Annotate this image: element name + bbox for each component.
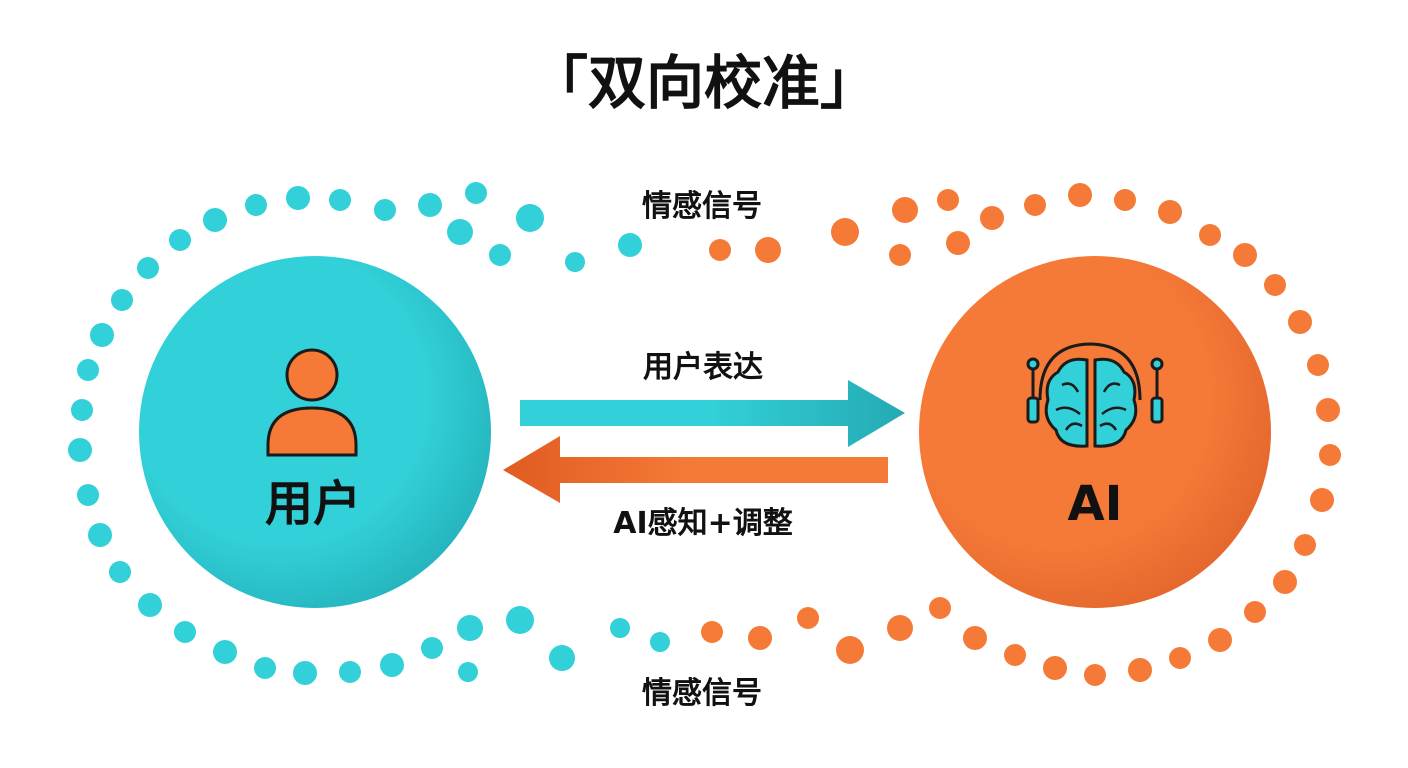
cyan-signal-dot xyxy=(77,359,99,381)
orange-signal-dot xyxy=(1199,224,1221,246)
cyan-signal-dot xyxy=(618,233,642,257)
orange-signal-dot xyxy=(1169,647,1191,669)
orange-signal-dot xyxy=(797,607,819,629)
orange-signal-dot xyxy=(937,189,959,211)
cyan-signal-dot xyxy=(339,661,361,683)
orange-signal-dot xyxy=(1128,658,1152,682)
orange-signal-dot xyxy=(1068,183,1092,207)
orange-signal-dot xyxy=(892,197,918,223)
cyan-signal-dot xyxy=(68,438,92,462)
orange-signal-dot xyxy=(889,244,911,266)
orange-signal-dot xyxy=(1233,243,1257,267)
orange-signal-dot xyxy=(1288,310,1312,334)
ai-label: AI xyxy=(1067,476,1122,532)
cyan-signal-dot xyxy=(549,645,575,671)
orange-signal-dot xyxy=(1084,664,1106,686)
orange-signal-dot xyxy=(1316,398,1340,422)
user-to-ai-arrow xyxy=(520,380,905,447)
ai-node: AI xyxy=(919,256,1271,608)
brain-headphones-icon xyxy=(1026,342,1164,448)
cyan-signal-dot xyxy=(610,618,630,638)
person-icon xyxy=(266,348,358,457)
signal-dots xyxy=(68,182,1341,686)
orange-signal-dot xyxy=(1114,189,1136,211)
orange-signal-dot xyxy=(836,636,864,664)
orange-signal-dot xyxy=(1294,534,1316,556)
cyan-signal-dot xyxy=(169,229,191,251)
orange-signal-dot xyxy=(929,597,951,619)
cyan-signal-dot xyxy=(293,661,317,685)
ai-to-user-arrow xyxy=(503,436,888,503)
cyan-signal-dot xyxy=(174,621,196,643)
cyan-signal-dot xyxy=(90,323,114,347)
cyan-signal-dot xyxy=(650,632,670,652)
orange-signal-dot xyxy=(1310,488,1334,512)
orange-signal-dot xyxy=(709,239,731,261)
cyan-signal-dot xyxy=(138,593,162,617)
cyan-signal-dot xyxy=(516,204,544,232)
orange-signal-dot xyxy=(755,237,781,263)
cyan-signal-dot xyxy=(88,523,112,547)
orange-signal-dot xyxy=(946,231,970,255)
top-signal-label: 情感信号 xyxy=(642,189,762,224)
orange-signal-dot xyxy=(963,626,987,650)
orange-signal-dot xyxy=(1043,656,1067,680)
cyan-signal-dot xyxy=(111,289,133,311)
bottom-signal-label: 情感信号 xyxy=(642,676,762,711)
ai-adjust-label: AI感知+调整 xyxy=(613,506,793,541)
cyan-signal-dot xyxy=(418,193,442,217)
cyan-signal-dot xyxy=(213,640,237,664)
cyan-signal-dot xyxy=(137,257,159,279)
cyan-signal-dot xyxy=(380,653,404,677)
orange-signal-dot xyxy=(1307,354,1329,376)
cyan-signal-dot xyxy=(457,615,483,641)
cyan-signal-dot xyxy=(447,219,473,245)
cyan-signal-dot xyxy=(329,189,351,211)
cyan-signal-dot xyxy=(286,186,310,210)
cyan-signal-dot xyxy=(71,399,93,421)
orange-signal-dot xyxy=(1024,194,1046,216)
orange-signal-dot xyxy=(1158,200,1182,224)
cyan-signal-dot xyxy=(421,637,443,659)
cyan-signal-dot xyxy=(465,182,487,204)
orange-signal-dot xyxy=(887,615,913,641)
cyan-signal-dot xyxy=(109,561,131,583)
cyan-signal-dot xyxy=(489,244,511,266)
orange-signal-dot xyxy=(1004,644,1026,666)
orange-signal-dot xyxy=(980,206,1004,230)
orange-signal-dot xyxy=(831,218,859,246)
cyan-signal-dot xyxy=(374,199,396,221)
cyan-signal-dot xyxy=(77,484,99,506)
user-label: 用户 xyxy=(265,476,361,532)
orange-signal-dot xyxy=(1244,601,1266,623)
cyan-signal-dot xyxy=(565,252,585,272)
orange-signal-dot xyxy=(1264,274,1286,296)
diagram-title: 「双向校准」 xyxy=(530,49,878,117)
cyan-signal-dot xyxy=(245,194,267,216)
orange-signal-dot xyxy=(1208,628,1232,652)
user-expression-label: 用户表达 xyxy=(643,350,763,385)
orange-signal-dot xyxy=(1319,444,1341,466)
cyan-signal-dot xyxy=(203,208,227,232)
cyan-signal-dot xyxy=(458,662,478,682)
user-node: 用户 xyxy=(139,256,491,608)
orange-signal-dot xyxy=(701,621,723,643)
cyan-signal-dot xyxy=(506,606,534,634)
orange-signal-dot xyxy=(1273,570,1297,594)
cyan-signal-dot xyxy=(254,657,276,679)
orange-signal-dot xyxy=(748,626,772,650)
